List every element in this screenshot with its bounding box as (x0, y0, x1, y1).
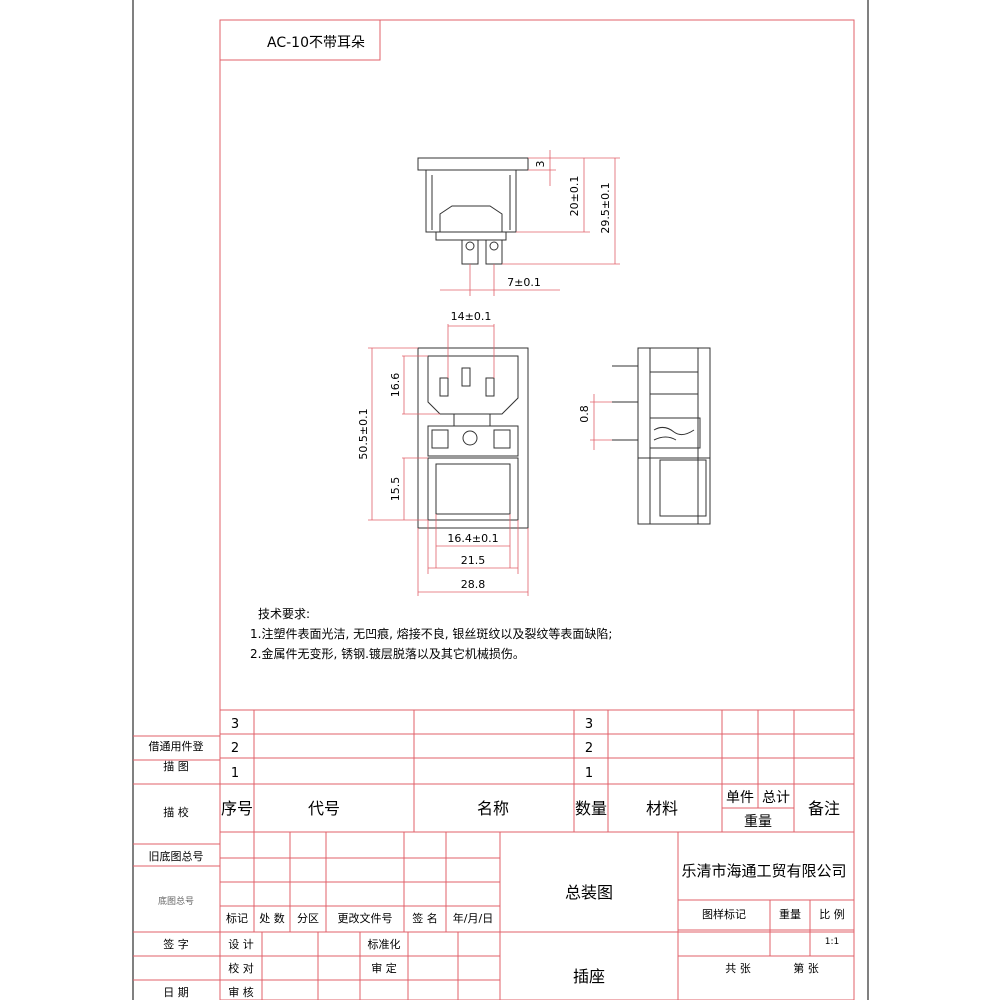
bom-header-total: 总计 (762, 790, 790, 806)
front-view-dimensions (368, 324, 529, 596)
dim-front-21-5: 21.5 (461, 554, 486, 567)
label-check: 描 校 (163, 805, 189, 819)
dim-top-3: 3 (534, 161, 547, 168)
label-examine: 审 定 (371, 961, 397, 975)
drawing-title-box: AC-10不带耳朵 (219, 19, 381, 61)
label-trace: 描 图 (163, 759, 189, 773)
label-total-sheets: 共 张 (725, 962, 751, 975)
bom-row-1-right: 1 (585, 766, 593, 781)
label-base-no: 底图总号 (158, 895, 194, 907)
label-date: 日 期 (163, 986, 189, 999)
label-borrow: 借通用件登 (149, 739, 204, 753)
notes-line-1: 1.注塑件表面光洁, 无凹痕, 熔接不良, 银丝斑纹以及裂纹等表面缺陷; (250, 626, 612, 641)
label-design: 设 计 (228, 938, 254, 951)
drawing-title: AC-10不带耳朵 (267, 35, 365, 51)
notes-heading: 技术要求: (258, 607, 310, 621)
label-sheet-no: 第 张 (793, 961, 819, 975)
label-scale: 比 例 (819, 907, 845, 921)
bom-header-seq: 序号 (221, 799, 253, 818)
header-mark: 标记 (226, 911, 248, 925)
header-count: 处 数 (259, 912, 285, 925)
dim-top-29-5: 29.5±0.1 (599, 182, 612, 233)
dim-front-16-4: 16.4±0.1 (447, 532, 498, 545)
dim-top-20: 20±0.1 (568, 176, 581, 217)
side-view (612, 347, 711, 525)
notes-line-2: 2.金属件无变形, 锈钢.镀层脱落以及其它机械损伤。 (250, 646, 525, 661)
part-name: 插座 (573, 967, 605, 986)
dim-front-14: 14±0.1 (451, 310, 492, 323)
scale-value: 1:1 (825, 937, 839, 947)
bom-row-2-left: 2 (231, 741, 239, 756)
bom-grid (220, 709, 854, 833)
label-sample-mark: 图样标记 (702, 907, 746, 921)
dim-front-28-8: 28.8 (461, 578, 486, 591)
header-ymd: 年/月/日 (453, 911, 493, 925)
label-old-no: 旧底图总号 (149, 849, 204, 863)
top-view (417, 157, 529, 265)
bom-row-3-left: 3 (231, 717, 239, 732)
header-zone: 分区 (297, 912, 319, 925)
assembly-title: 总装图 (565, 883, 613, 902)
header-change-doc: 更改文件号 (338, 911, 393, 925)
bom-row-3-right: 3 (585, 717, 593, 732)
left-column-grid (133, 735, 220, 981)
bom-header-qty: 数量 (575, 799, 607, 818)
company-name: 乐清市海通工贸有限公司 (681, 862, 846, 880)
bom-header-remark: 备注 (808, 799, 840, 818)
dim-front-15-5: 15.5 (389, 477, 402, 502)
bom-header-weight: 重量 (744, 814, 772, 830)
dim-top-7: 7±0.1 (507, 276, 541, 289)
bom-header-material: 材料 (646, 799, 678, 818)
header-signature: 签 名 (412, 911, 438, 925)
sheet-border (132, 0, 869, 1000)
label-review: 审 核 (228, 985, 254, 999)
dim-front-16-6: 16.6 (389, 373, 402, 398)
bom-header-unit: 单件 (726, 790, 754, 806)
front-view (417, 347, 529, 529)
bom-header-name: 名称 (477, 799, 509, 818)
bom-row-2-right: 2 (585, 741, 593, 756)
label-sign: 签 字 (163, 937, 189, 951)
label-weight: 重量 (779, 907, 801, 921)
dim-front-50-5: 50.5±0.1 (357, 408, 370, 459)
bom-row-1-left: 1 (231, 766, 239, 781)
side-view-dimensions (590, 394, 612, 450)
label-standard: 标准化 (368, 937, 401, 951)
bom-header-code: 代号 (308, 799, 340, 818)
title-block-grid (220, 832, 854, 1000)
label-proof: 校 对 (228, 961, 254, 975)
top-view-dimensions (440, 150, 620, 296)
dim-side-0-8: 0.8 (578, 405, 591, 423)
